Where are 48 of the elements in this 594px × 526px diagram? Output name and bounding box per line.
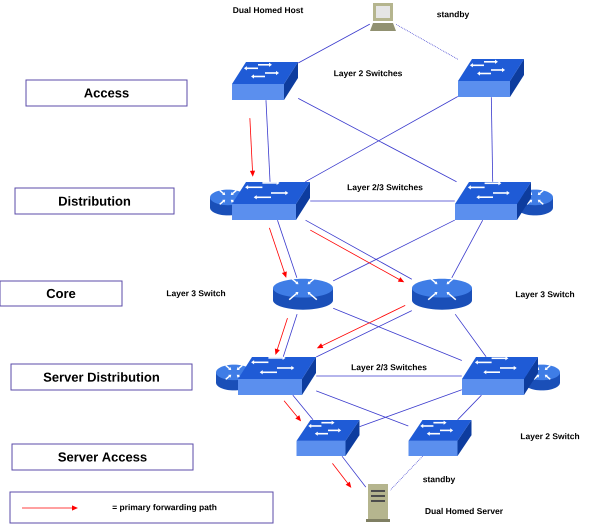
link-line xyxy=(266,100,270,182)
multilayer-switch-icon xyxy=(216,356,316,395)
link-line xyxy=(457,394,482,420)
link-line xyxy=(342,456,366,488)
switch-icon xyxy=(408,420,472,456)
multilayer-switch-icon xyxy=(210,180,310,220)
standby-link xyxy=(396,24,458,60)
tier-box: Distribution xyxy=(14,187,174,214)
router-icon xyxy=(412,276,472,310)
link-line xyxy=(277,220,298,278)
switch-icon xyxy=(232,62,298,100)
device-label: Layer 2 Switches xyxy=(334,70,402,78)
standby-link xyxy=(390,456,424,491)
link-line xyxy=(332,308,462,361)
link-line xyxy=(282,314,298,358)
link-line xyxy=(305,220,412,280)
link-line xyxy=(454,314,486,358)
device-label: standby xyxy=(437,11,470,19)
multilayer-switch-icon xyxy=(462,356,560,395)
server-icon xyxy=(366,484,390,522)
link-line xyxy=(332,220,456,282)
link-line xyxy=(316,390,409,426)
tier-box: Server Access xyxy=(12,443,194,470)
link-line xyxy=(359,389,462,427)
legend-text: = primary forwarding path xyxy=(112,504,216,512)
device-label: Layer 3 Switch xyxy=(166,290,226,298)
device-label: Layer 2/3 Switches xyxy=(348,184,423,192)
router-icon xyxy=(273,276,333,310)
device-label: Dual Homed Host xyxy=(233,6,304,14)
forwarding-arrow xyxy=(332,462,352,488)
link-line xyxy=(292,394,314,420)
device-label: Layer 3 Switch xyxy=(516,291,574,299)
tier-box: Access xyxy=(26,79,188,106)
device-label: Dual Homed Server xyxy=(426,508,503,514)
switch-icon xyxy=(458,59,524,97)
switch-icon xyxy=(296,420,360,456)
link-line xyxy=(490,96,494,182)
device-label: Layer 2 Switch xyxy=(520,433,580,441)
link-line xyxy=(451,220,484,278)
device-label: standby xyxy=(423,476,456,484)
link-line xyxy=(298,24,370,64)
tier-box: Server Distribution xyxy=(10,363,192,390)
link-line xyxy=(316,310,412,358)
multilayer-switch-icon xyxy=(455,181,553,220)
computer-icon xyxy=(370,3,396,31)
link-line xyxy=(310,200,456,202)
device-label: Layer 2/3 Switches xyxy=(352,364,427,372)
tier-box: Core xyxy=(0,280,122,306)
